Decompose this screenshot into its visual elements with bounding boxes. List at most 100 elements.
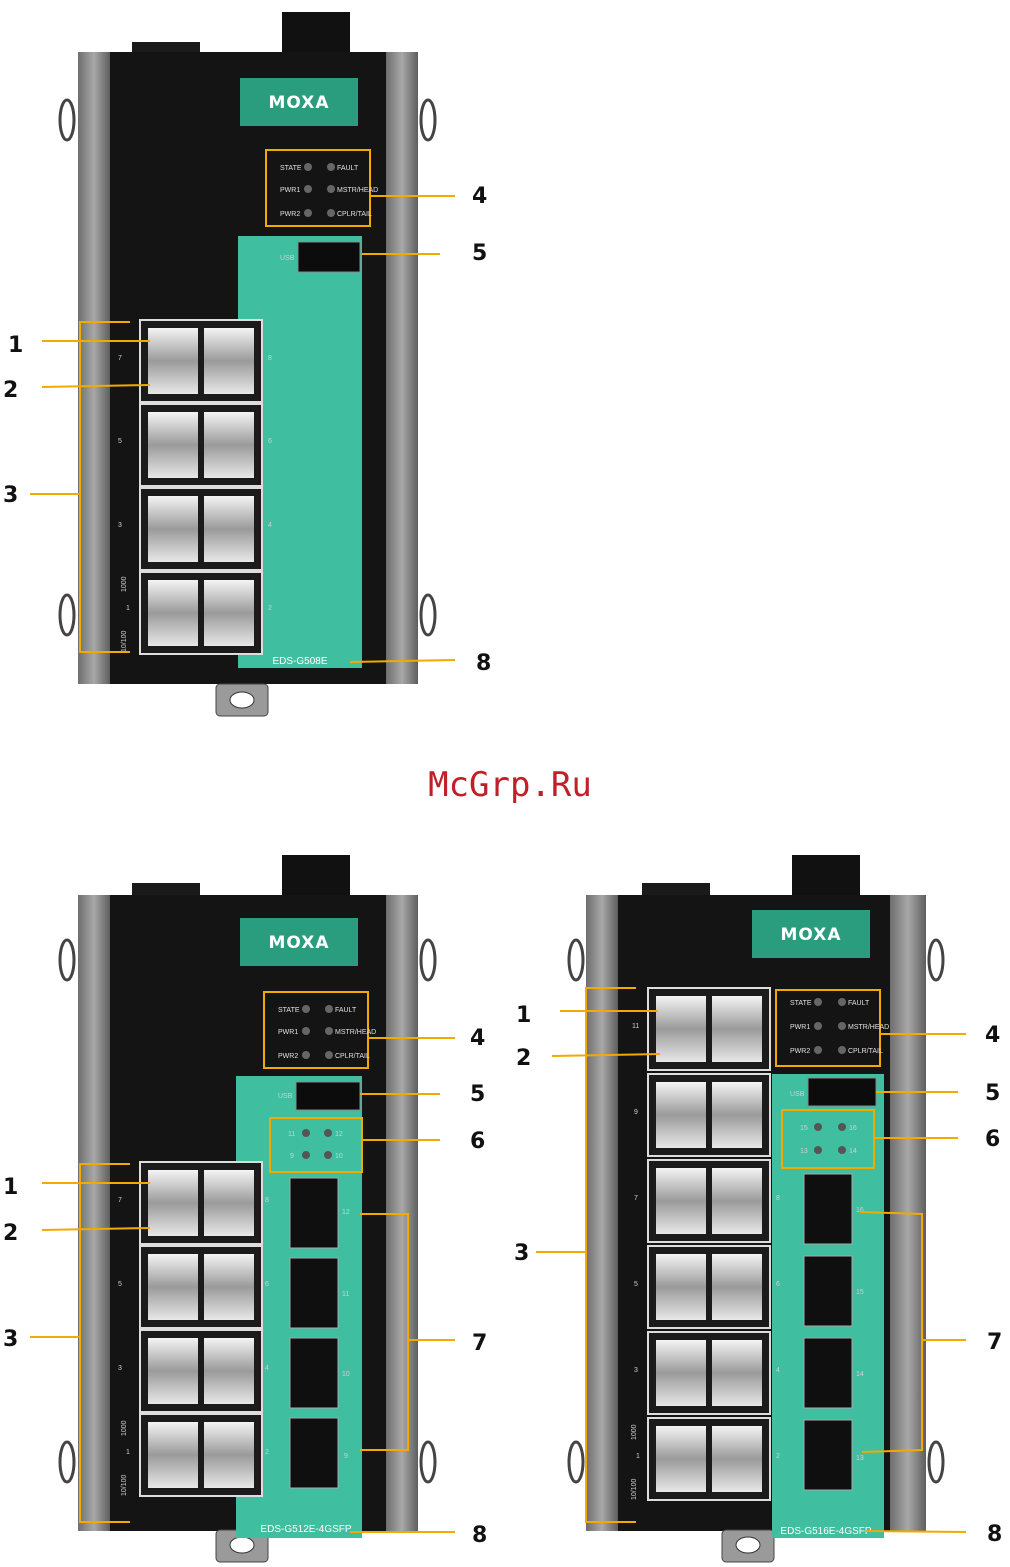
port-label: 5 bbox=[118, 1281, 122, 1288]
port-label: 6 bbox=[268, 438, 272, 445]
port-label: 3 bbox=[118, 1365, 122, 1372]
port-label: 8 bbox=[776, 1195, 780, 1202]
sfp-led-label: 15 bbox=[800, 1125, 808, 1132]
port-label: 8 bbox=[268, 355, 272, 362]
sfp-port[interactable] bbox=[289, 1417, 339, 1489]
sfp-label: 15 bbox=[856, 1289, 864, 1296]
led-label-mstr: MSTR/HEAD bbox=[335, 1029, 376, 1036]
sfp-led bbox=[838, 1146, 846, 1154]
sfp-port[interactable] bbox=[803, 1255, 853, 1327]
callout-4: 4 bbox=[470, 1026, 485, 1051]
left-rail bbox=[78, 895, 110, 1531]
rj45-column bbox=[139, 1161, 263, 1497]
sfp-led-label: 10 bbox=[335, 1153, 343, 1160]
rj45-port[interactable] bbox=[712, 1168, 762, 1234]
rj45-port[interactable] bbox=[204, 1254, 254, 1320]
speed-label: 1000 bbox=[631, 1424, 638, 1440]
top-connector bbox=[132, 883, 200, 897]
sfp-port[interactable] bbox=[803, 1337, 853, 1409]
rj45-port[interactable] bbox=[148, 496, 198, 562]
sfp-label: 14 bbox=[856, 1371, 864, 1378]
led-fault bbox=[838, 998, 846, 1006]
led-fault bbox=[325, 1005, 333, 1013]
rj45-port[interactable] bbox=[148, 1422, 198, 1488]
rj45-port[interactable] bbox=[656, 1426, 706, 1492]
rj45-column bbox=[139, 319, 263, 655]
sfp-led bbox=[324, 1151, 332, 1159]
sfp-port[interactable] bbox=[289, 1257, 339, 1329]
led-cplr bbox=[327, 209, 335, 217]
speed-label: 1000 bbox=[121, 576, 128, 592]
sfp-port[interactable] bbox=[289, 1177, 339, 1249]
sfp-port[interactable] bbox=[803, 1173, 853, 1245]
model-label: EDS-G508E bbox=[272, 656, 327, 667]
rj45-port[interactable] bbox=[712, 1426, 762, 1492]
callout-3: 3 bbox=[514, 1241, 529, 1266]
rj45-port[interactable] bbox=[204, 1170, 254, 1236]
led-fault bbox=[327, 163, 335, 171]
rj45-port[interactable] bbox=[656, 1340, 706, 1406]
rj45-port[interactable] bbox=[204, 1338, 254, 1404]
callout-3: 3 bbox=[3, 483, 18, 508]
speed-label: 10/100 bbox=[121, 1474, 128, 1496]
led-pwr1 bbox=[814, 1022, 822, 1030]
sfp-label: 10 bbox=[342, 1371, 350, 1378]
rj45-port[interactable] bbox=[656, 1168, 706, 1234]
rj45-port[interactable] bbox=[656, 1254, 706, 1320]
rj45-port[interactable] bbox=[712, 1082, 762, 1148]
port-label: 6 bbox=[265, 1281, 269, 1288]
rj45-port[interactable] bbox=[204, 580, 254, 646]
led-state bbox=[814, 998, 822, 1006]
usb-port[interactable] bbox=[297, 241, 361, 273]
din-clip-hole-icon bbox=[229, 1536, 255, 1554]
rj45-port[interactable] bbox=[204, 328, 254, 394]
sfp-led bbox=[302, 1151, 310, 1159]
rj45-port[interactable] bbox=[148, 412, 198, 478]
rj45-port[interactable] bbox=[148, 1338, 198, 1404]
led-pwr1 bbox=[304, 185, 312, 193]
left-rail bbox=[78, 52, 110, 684]
callout-5: 5 bbox=[472, 241, 487, 266]
sfp-led-label: 16 bbox=[849, 1125, 857, 1132]
usb-port[interactable] bbox=[807, 1077, 877, 1107]
led-cplr bbox=[325, 1051, 333, 1059]
sfp-port[interactable] bbox=[803, 1419, 853, 1491]
sfp-label: 9 bbox=[344, 1453, 348, 1460]
mount-hole-icon bbox=[419, 98, 437, 142]
rj45-port[interactable] bbox=[148, 580, 198, 646]
left-rail bbox=[586, 895, 618, 1531]
rj45-port[interactable] bbox=[712, 1340, 762, 1406]
rj45-port[interactable] bbox=[148, 328, 198, 394]
mount-hole-icon bbox=[567, 1440, 585, 1484]
sfp-led-label: 12 bbox=[335, 1131, 343, 1138]
rj45-port[interactable] bbox=[712, 1254, 762, 1320]
port-label: 6 bbox=[776, 1281, 780, 1288]
led-label-pwr1: PWR1 bbox=[280, 187, 300, 194]
speed-label: 10/100 bbox=[631, 1478, 638, 1500]
rj45-port[interactable] bbox=[204, 412, 254, 478]
port-label: 1 bbox=[636, 1453, 640, 1460]
right-rail bbox=[386, 52, 418, 684]
moxa-logo-text: MOXA bbox=[268, 93, 329, 113]
port-label: 2 bbox=[776, 1453, 780, 1460]
led-label-pwr2: PWR2 bbox=[790, 1048, 810, 1055]
rj45-port[interactable] bbox=[204, 496, 254, 562]
rj45-port[interactable] bbox=[148, 1254, 198, 1320]
led-label-cplr: CPLR/TAIL bbox=[337, 211, 372, 218]
port-label: 1 bbox=[126, 605, 130, 612]
rj45-port[interactable] bbox=[712, 996, 762, 1062]
led-panel bbox=[265, 149, 371, 227]
callout-1: 1 bbox=[3, 1175, 18, 1200]
speed-label: 1000 bbox=[121, 1420, 128, 1436]
rj45-port[interactable] bbox=[148, 1170, 198, 1236]
rj45-port[interactable] bbox=[656, 1082, 706, 1148]
sfp-port[interactable] bbox=[289, 1337, 339, 1409]
callout-8: 8 bbox=[472, 1523, 487, 1548]
rj45-port[interactable] bbox=[204, 1422, 254, 1488]
rj45-port[interactable] bbox=[656, 996, 706, 1062]
port-label: 2 bbox=[265, 1449, 269, 1456]
callout-7: 7 bbox=[472, 1331, 487, 1356]
device-eds-g508e: MOXA STATE FAULT PWR1 MSTR/HEAD PWR2 CPL… bbox=[3, 12, 491, 717]
usb-port[interactable] bbox=[295, 1081, 361, 1111]
